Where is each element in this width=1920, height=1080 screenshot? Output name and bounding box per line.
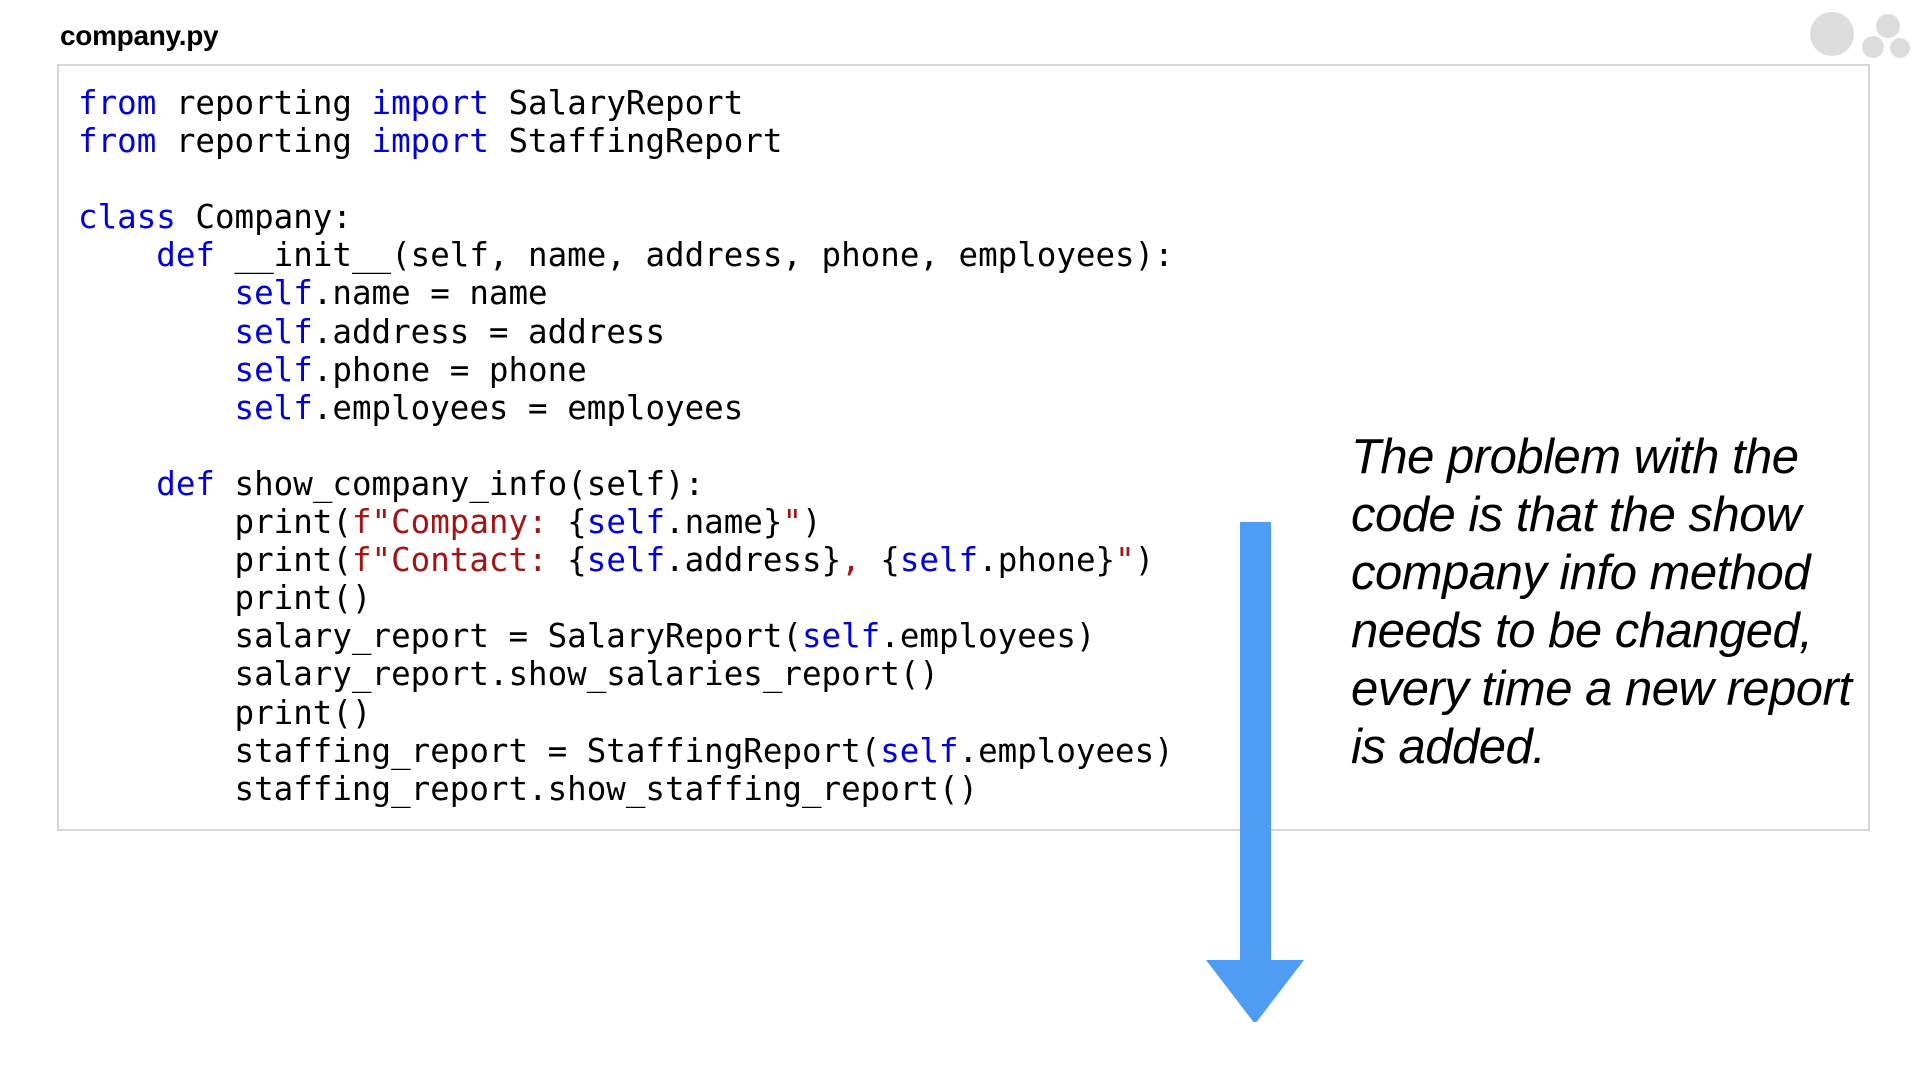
code-line: self.employees = employees — [78, 389, 1174, 427]
code-text: StaffingReport — [488, 122, 783, 161]
code-text: print() — [78, 579, 372, 618]
code-line: print(f"Company: {self.name}") — [78, 503, 1174, 541]
code-text: reporting — [156, 84, 372, 122]
code-line: from reporting import SalaryReport — [78, 84, 1174, 122]
code-string: f"Company: — [351, 503, 568, 542]
file-title: company.py — [60, 20, 219, 51]
code-keyword: import — [371, 84, 489, 122]
code-text: .phone} — [978, 541, 1116, 580]
code-line: staffing_report.show_staffing_report() — [78, 770, 1174, 808]
code-text: staffing_report.show_staffing_report() — [78, 769, 979, 808]
code-line: self.address = address — [78, 313, 1174, 351]
code-text — [78, 465, 156, 503]
code-keyword: from — [78, 122, 157, 161]
code-line: salary_report.show_salaries_report() — [78, 655, 1174, 693]
code-text: __init__(self, name, address, phone, emp… — [214, 236, 1174, 275]
logo-dot-right — [1890, 38, 1910, 58]
code-text: .address} — [665, 541, 842, 580]
code-line: print() — [78, 579, 1174, 617]
code-string: , — [841, 541, 881, 580]
code-text: .employees = employees — [312, 388, 744, 427]
code-keyword: self — [234, 388, 313, 427]
code-text — [78, 313, 235, 351]
code-text: .employees) — [958, 731, 1174, 770]
code-text: ) — [1134, 541, 1155, 580]
code-text: Company: — [175, 198, 352, 237]
code-line — [78, 160, 1174, 198]
code-text: .name} — [665, 503, 783, 542]
code-text: .address = address — [312, 312, 666, 351]
arrow-shaft — [1240, 522, 1271, 962]
code-text: print( — [78, 541, 352, 580]
code-keyword: self — [586, 503, 666, 542]
code-keyword: self — [586, 541, 666, 580]
code-text — [78, 351, 235, 389]
logo-dot-left — [1862, 36, 1884, 58]
code-text: salary_report = SalaryReport( — [78, 617, 802, 656]
code-keyword: self — [899, 541, 979, 580]
code-text: .phone = phone — [312, 350, 587, 389]
code-text: { — [567, 503, 587, 542]
arrow-head — [1206, 960, 1304, 1022]
code-text — [78, 274, 235, 312]
code-keyword: class — [78, 198, 176, 237]
down-arrow-icon — [1206, 522, 1304, 1022]
code-line: self.name = name — [78, 274, 1174, 312]
code-line: self.phone = phone — [78, 351, 1174, 389]
code-text — [78, 389, 235, 427]
code-text: ) — [802, 503, 822, 542]
code-string: " — [782, 503, 803, 542]
code-text: { — [880, 541, 900, 580]
code-keyword: import — [371, 122, 489, 161]
code-text — [78, 236, 156, 274]
code-string: f"Contact: — [351, 541, 568, 580]
code-keyword: self — [801, 617, 881, 656]
logo-dots-icon — [1810, 12, 1920, 62]
code-text: print() — [78, 693, 372, 732]
code-keyword: def — [156, 236, 215, 275]
logo-dot-top — [1876, 14, 1900, 38]
code-text: print( — [78, 503, 352, 542]
logo-dot-large — [1810, 12, 1854, 56]
code-keyword: self — [234, 274, 313, 313]
code-text: staffing_report = StaffingReport( — [78, 731, 881, 770]
code-keyword: self — [234, 350, 313, 389]
code-block-frame — [57, 64, 1870, 831]
code-keyword: self — [880, 731, 959, 770]
code-text: salary_report.show_salaries_report() — [78, 655, 939, 694]
code-line — [78, 427, 1174, 465]
code-keyword: self — [234, 312, 313, 351]
code-line: class Company: — [78, 198, 1174, 236]
code-line: print() — [78, 694, 1174, 732]
code-text: SalaryReport — [488, 84, 744, 122]
code-line: def show_company_info(self): — [78, 465, 1174, 503]
explanation-note: The problem with the code is that the sh… — [1351, 430, 1852, 774]
code-text: reporting — [156, 122, 372, 161]
code-keyword: from — [78, 84, 157, 122]
code-line: salary_report = SalaryReport(self.employ… — [78, 617, 1174, 655]
code-line: staffing_report = StaffingReport(self.em… — [78, 732, 1174, 770]
code-text: { — [567, 541, 587, 580]
code-line: def __init__(self, name, address, phone,… — [78, 236, 1174, 275]
code-line: from reporting import StaffingReport — [78, 122, 1174, 160]
code-text: .name = name — [312, 274, 548, 313]
code-text: .employees) — [880, 617, 1096, 656]
code-text: show_company_info(self): — [214, 464, 705, 503]
code-string: " — [1115, 541, 1135, 580]
code-keyword: def — [156, 464, 215, 503]
code-line: print(f"Contact: {self.address}, {self.p… — [78, 541, 1174, 579]
